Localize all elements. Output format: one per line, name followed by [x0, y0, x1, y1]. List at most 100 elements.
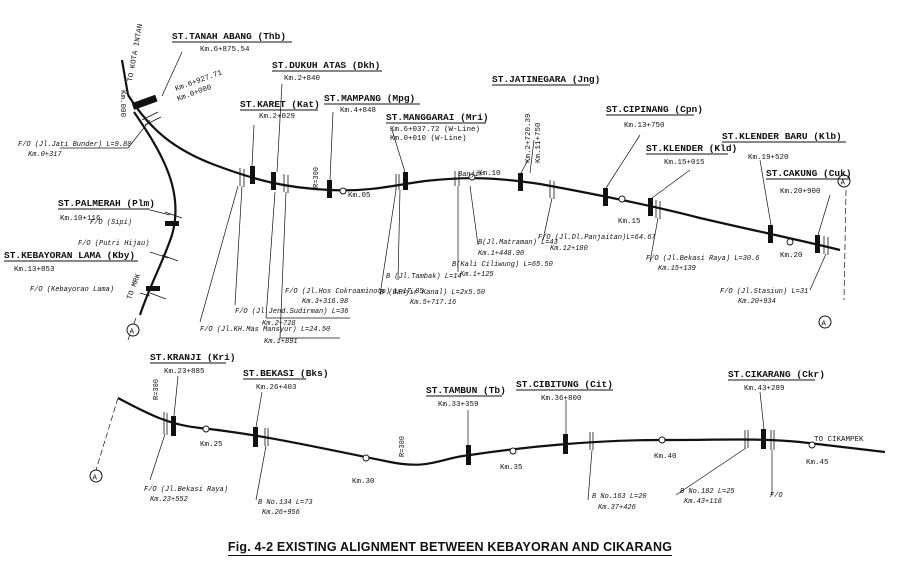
- note-hos-2: Km.3+316.98: [302, 298, 348, 306]
- label-mri: ST.MANGGARAI (Mri): [386, 112, 489, 123]
- note-panj-2: Km.12+180: [550, 245, 588, 253]
- note-b182-2: Km.43+118: [684, 498, 722, 506]
- match-label-top: A: [841, 180, 846, 188]
- direction-km000: Km.000: [118, 90, 126, 118]
- label-ckr: ST.CIKARANG (Ckr): [728, 369, 825, 380]
- note-b134-2: Km.26+956: [262, 509, 300, 517]
- track-north-kota: [120, 59, 130, 96]
- label-plm: ST.PALMERAH (Plm): [58, 198, 155, 209]
- note-sud-2: Km.2+728: [262, 320, 296, 328]
- label-tb: ST.TAMBUN (Tb): [426, 385, 506, 396]
- note-bekraya-1: F/O (Jl.Bekasi Raya) L=30.6: [646, 255, 759, 263]
- km-cpn: Km.13+750: [624, 122, 665, 130]
- station-plm-mark: [165, 221, 179, 226]
- note-b182-1: B No.182 L=25: [680, 488, 735, 496]
- km-cuk: Km.20+900: [780, 188, 821, 196]
- label-mpg: ST.MAMPANG (Mpg): [324, 93, 415, 104]
- station-mpg-mark: [327, 180, 332, 198]
- note-sud-1: F/O (Jl.Jend.Sudirman) L=36: [235, 308, 348, 316]
- km-post-20: [786, 238, 794, 246]
- km-post-15: [618, 195, 626, 203]
- figure-caption: Fig. 4-2 EXISTING ALIGNMENT BETWEEN KEBA…: [0, 540, 900, 556]
- station-tb-mark: [466, 445, 471, 465]
- match-circle-right: [818, 315, 832, 329]
- station-kby-mark: [146, 286, 160, 291]
- lower-bridges: [163, 412, 775, 450]
- note-b134-1: B No.134 L=73: [258, 499, 313, 507]
- km-jng-2: Km.11+750: [535, 122, 543, 163]
- note-bek2-2: Km.23+552: [150, 496, 188, 504]
- km-label-30: Km.30: [352, 478, 375, 486]
- note-jati-2: Km.0+317: [28, 151, 62, 159]
- note-stasiun-1: F/O (Jl.Stasiun) L=31: [720, 288, 808, 296]
- label-kld: ST.KLENDER (Kld): [646, 143, 737, 154]
- note-matr-2: Km.1+448.90: [478, 250, 524, 258]
- direction-cikampek: TO CIKAMPEK: [814, 436, 864, 444]
- note-banjir-2: Km.5+717.16: [410, 299, 456, 307]
- km-dkh: Km.2+840: [284, 75, 321, 83]
- direction-kota: TO KOTA INTAN: [127, 24, 145, 83]
- station-bks-mark: [253, 427, 258, 447]
- figure-caption-text: Fig. 4-2 EXISTING ALIGNMENT BETWEEN KEBA…: [227, 540, 673, 556]
- label-cuk: ST.CAKUNG (Cuk): [766, 168, 852, 179]
- match-circle-bottom: [89, 469, 103, 483]
- km-klb: Km.19+520: [748, 154, 789, 162]
- station-kat-mark: [250, 166, 255, 184]
- km-mri-2: Km.0+010 (W-Line): [390, 135, 467, 143]
- note-bekraya-2: Km.15+139: [658, 265, 696, 273]
- note-stasiun-2: Km.20+934: [738, 298, 776, 306]
- label-kby: ST.KEBAYORAN LAMA (Kby): [4, 250, 135, 261]
- km-post-40: [658, 436, 666, 444]
- note-cili-1: B(Kali Ciliwung) L=65.50: [452, 261, 553, 269]
- station-thb-mark: [131, 94, 158, 110]
- lower-leaders: [149, 375, 773, 501]
- label-kri: ST.KRANJI (Kri): [150, 352, 236, 363]
- station-jng-mark: [518, 173, 523, 191]
- km-jng-1: Km.2+720.39: [525, 113, 533, 163]
- match-circle-left: [126, 323, 140, 337]
- label-thb: ST.TANAH ABANG (Thb): [172, 31, 286, 42]
- km-mpg: Km.4+848: [340, 107, 376, 115]
- km-ckr: Km.43+289: [744, 385, 785, 393]
- label-cit: ST.CIBITUNG (Cit): [516, 379, 613, 390]
- label-jng: ST.JATINEGARA (Jng): [492, 74, 600, 85]
- station-klb-mark: [768, 225, 773, 243]
- match-label-bottom: A: [93, 475, 98, 483]
- km-label-10: Km.10: [478, 170, 501, 178]
- km-mri: Km.6+037.72 (W-Line): [390, 126, 480, 134]
- label-dkh: ST.DUKUH ATAS (Dkh): [272, 60, 380, 71]
- match-label-left: A: [130, 329, 135, 337]
- note-mas-1: F/O (Jl.KH.Mas Mansyur) L=24.50: [200, 326, 330, 334]
- label-kat: ST.KARET (Kat): [240, 99, 320, 110]
- label-klb: ST.KLENDER BARU (Klb): [722, 131, 842, 142]
- km-thb: Km.6+875.54: [200, 46, 250, 54]
- radius-lower-1: R=300: [153, 379, 161, 400]
- note-tambak: B (Jl.Tambak) L=14: [386, 273, 462, 281]
- note-mas-2: Km.1+891: [264, 338, 298, 346]
- note-b163-2: Km.37+426: [598, 504, 636, 512]
- station-mri-mark: [403, 172, 408, 190]
- note-matr-1: B(Jl.Matraman) L=43: [478, 239, 558, 247]
- upper-bridges: [141, 111, 829, 300]
- km-label-20: Km.20: [780, 252, 803, 260]
- km-kld: Km.15+015: [664, 159, 705, 167]
- station-cpn-mark: [603, 188, 608, 206]
- match-circle-top: [837, 174, 851, 188]
- station-cit-mark: [563, 434, 568, 454]
- note-panj-1: F/O (Jl.Dl.Panjaitan)L=64.67: [538, 234, 656, 242]
- km-plm: Km.10+116: [60, 215, 101, 223]
- note-fo-end: F/O: [770, 492, 783, 500]
- km-post-35: [509, 447, 517, 455]
- note-bek2-1: F/O (Jl.Bekasi Raya): [144, 486, 228, 494]
- label-bks: ST.BEKASI (Bks): [243, 368, 329, 379]
- match-label-right: A: [822, 321, 827, 329]
- km-kby: Km.13+853: [14, 266, 55, 274]
- km-cit: Km.36+800: [541, 395, 582, 403]
- radius-upper: R=300: [313, 167, 321, 188]
- km-bks: Km.26+403: [256, 384, 297, 392]
- km-kri: Km.23+885: [164, 368, 205, 376]
- note-kebayoran: F/O (Kebayoran Lama): [30, 286, 114, 294]
- km-post-10: [468, 173, 476, 181]
- upper-leaders: [60, 51, 831, 339]
- km-label-05: Km.05: [348, 192, 371, 200]
